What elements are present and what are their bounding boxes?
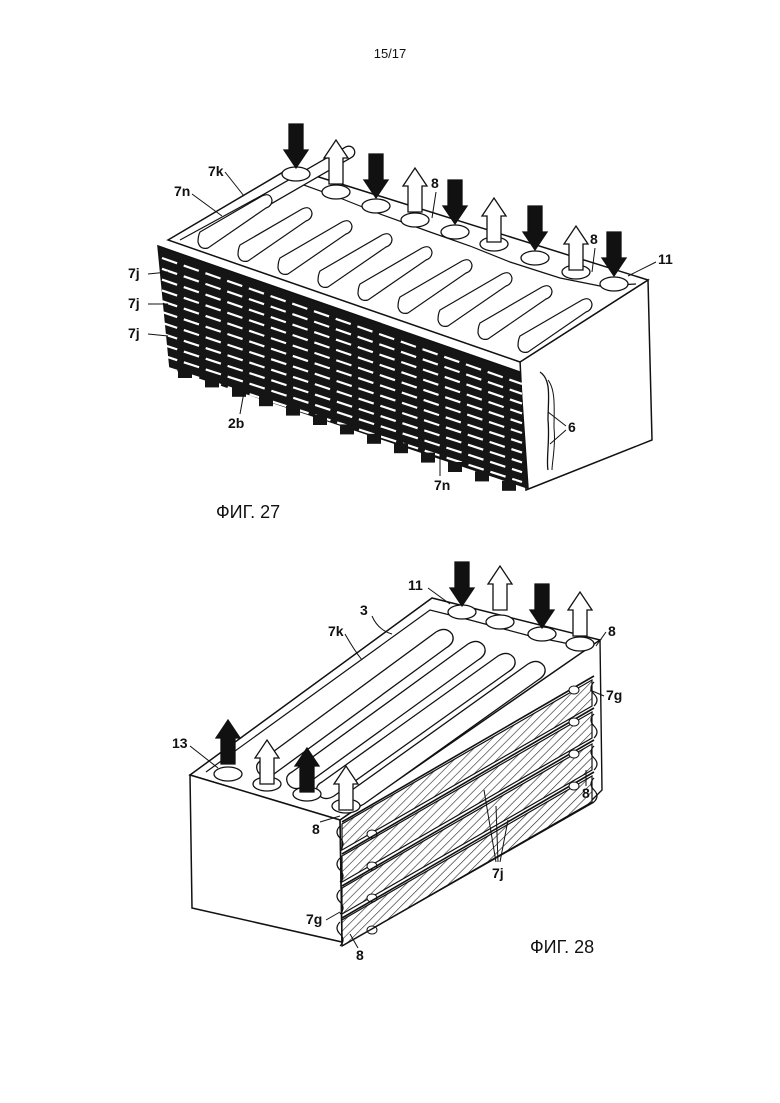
outline-arrow-icon [488, 566, 512, 610]
fig27-label-2b: 2b [228, 415, 244, 431]
figure-27: 7k 7n 8 8 11 7j 7j 7j 2b 6 7n ФИГ. 27 [128, 124, 673, 522]
fig28-plate-hole [569, 718, 579, 726]
outline-arrow-icon [568, 592, 592, 636]
fig28-caption: ФИГ. 28 [530, 937, 594, 957]
fig28-right-edge [592, 640, 602, 800]
fig27-label-7k: 7k [208, 163, 224, 179]
fig27-label-11: 11 [658, 251, 673, 267]
fig27-bottom-tooth [448, 462, 462, 472]
fig27-bottom-tooth [313, 415, 327, 425]
fig27-bottom-tooth [475, 471, 489, 481]
fig27-bottom-tooth [178, 368, 192, 378]
fig27-label-7j-1: 7j [128, 265, 140, 281]
fig28-label-13: 13 [172, 735, 188, 751]
figure-28: 11 3 7k 8 7g 8 13 8 7j 7g 8 ФИГ. 28 [172, 562, 622, 963]
fig27-bottom-tooth [340, 424, 354, 434]
down-arrow-icon [364, 154, 388, 198]
fig27-bottom-tooth [394, 443, 408, 453]
fig27-label-7n-top: 7n [174, 183, 190, 199]
fig28-label-7g-right: 7g [606, 687, 622, 703]
fig28-label-3: 3 [360, 602, 368, 618]
fig27-label-8a: 8 [431, 175, 439, 191]
filled-arrow-icon [530, 584, 554, 628]
fig28-label-7g-left: 7g [306, 911, 322, 927]
fig28-plate-hole [569, 750, 579, 758]
fig28-label-8-bottom: 8 [356, 947, 364, 963]
fig27-label-6: 6 [568, 419, 576, 435]
fig27-bottom-tooth [286, 406, 300, 416]
fig27-bottom-tooth [421, 453, 435, 463]
fig28-label-7j: 7j [492, 865, 504, 881]
fig28-label-7k: 7k [328, 623, 344, 639]
fig27-label-7j-3: 7j [128, 325, 140, 341]
fig27-bottom-tooth [502, 481, 516, 491]
fig28-plate-hole [569, 782, 579, 790]
fig27-caption: ФИГ. 27 [216, 502, 280, 522]
fig27-label-7j-2: 7j [128, 295, 140, 311]
fig27-bottom-tooth [259, 396, 273, 406]
fig28-label-8-top: 8 [608, 623, 616, 639]
fig27-bottom-tooth [205, 377, 219, 387]
fig27-bottom-tooth [367, 434, 381, 444]
fig27-label-7n-bottom: 7n [434, 477, 450, 493]
down-arrow-icon [284, 124, 308, 168]
fig28-label-8-left: 8 [312, 821, 320, 837]
fig28-label-8-right: 8 [582, 785, 590, 801]
filled-arrow-icon [450, 562, 474, 606]
fig28-label-11: 11 [408, 577, 423, 593]
fig27-label-8b: 8 [590, 231, 598, 247]
fig28-plate-hole [569, 686, 579, 694]
